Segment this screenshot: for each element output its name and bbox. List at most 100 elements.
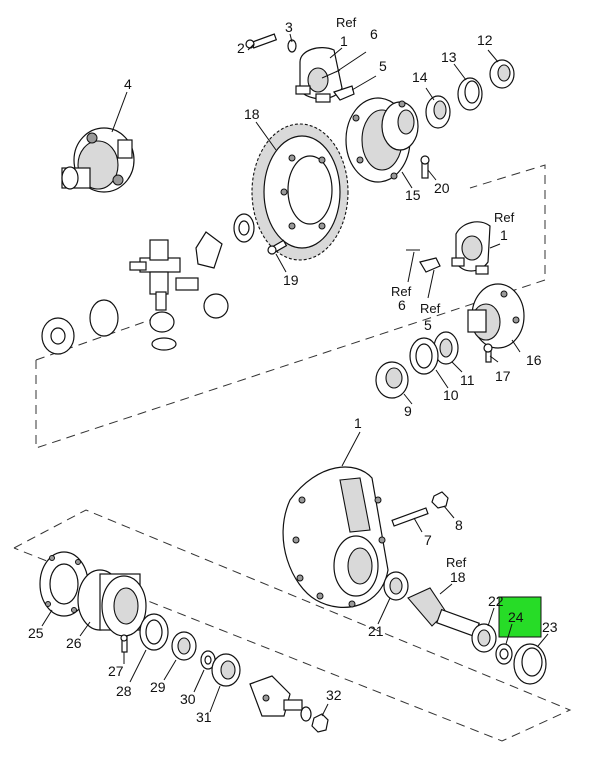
leader-30 <box>193 669 205 693</box>
label-31[interactable]: 31 <box>196 709 212 725</box>
label-ref-mid: Ref <box>494 210 515 225</box>
part-5-lock-middle[interactable] <box>419 257 441 273</box>
part-30-washer[interactable] <box>200 650 216 670</box>
companion-flange[interactable] <box>249 675 303 717</box>
part-2-bolt[interactable] <box>245 33 278 49</box>
part-28-bearing-cup[interactable] <box>139 613 169 651</box>
leader-32 <box>321 703 329 717</box>
part-8-nut[interactable] <box>431 491 449 509</box>
leader-5a <box>351 75 377 91</box>
label-6-mid[interactable]: 6 <box>398 297 406 313</box>
label-9[interactable]: 9 <box>404 403 412 419</box>
part-1-bearing-cap-middle[interactable] <box>451 221 491 275</box>
part-24-spacer[interactable] <box>495 643 513 665</box>
leader-1c <box>341 431 361 467</box>
part-18-drive-pinion[interactable] <box>407 587 480 638</box>
label-16[interactable]: 16 <box>526 352 542 368</box>
label-26[interactable]: 26 <box>66 635 82 651</box>
part-4-differential-assembly[interactable] <box>61 127 135 193</box>
label-13[interactable]: 13 <box>441 49 457 65</box>
part-23-bearing-cup[interactable] <box>513 643 547 685</box>
leader-14 <box>425 87 435 101</box>
label-1-mid[interactable]: 1 <box>500 227 508 243</box>
label-5-top[interactable]: 5 <box>379 58 387 74</box>
spider-side-gear-assembly[interactable] <box>41 231 229 355</box>
part-10-bearing-cup[interactable] <box>409 337 439 375</box>
label-ref-pinion: Ref <box>446 555 467 570</box>
leader-10 <box>435 369 449 389</box>
leader-20 <box>427 169 437 181</box>
label-7[interactable]: 7 <box>424 532 432 548</box>
label-28[interactable]: 28 <box>116 683 132 699</box>
label-6-top[interactable]: 6 <box>370 26 378 42</box>
label-19[interactable]: 19 <box>283 272 299 288</box>
part-17-bolt[interactable] <box>483 343 493 363</box>
label-18-top[interactable]: 18 <box>244 106 260 122</box>
leader-13 <box>453 63 467 81</box>
part-12-adjusting-nut[interactable] <box>489 59 515 89</box>
label-3[interactable]: 3 <box>285 19 293 35</box>
label-32[interactable]: 32 <box>326 687 342 703</box>
label-14[interactable]: 14 <box>412 69 428 85</box>
part-21-bearing-cone[interactable] <box>383 571 409 601</box>
part-20-bolt[interactable] <box>420 155 430 179</box>
leader-12 <box>487 49 499 63</box>
leader-9 <box>403 393 413 405</box>
label-15[interactable]: 15 <box>405 187 421 203</box>
leader-6a <box>335 51 367 73</box>
label-29[interactable]: 29 <box>150 679 166 695</box>
part-29-bearing-cone[interactable] <box>171 631 197 661</box>
label-25[interactable]: 25 <box>28 625 44 641</box>
part-7-stud[interactable] <box>391 507 429 527</box>
label-30[interactable]: 30 <box>180 691 196 707</box>
leader-3 <box>289 33 293 43</box>
label-8[interactable]: 8 <box>455 517 463 533</box>
part-18-ring-gear[interactable] <box>251 123 349 261</box>
label-1-housing[interactable]: 1 <box>354 415 362 431</box>
label-10[interactable]: 10 <box>443 387 459 403</box>
part-15-case-half[interactable] <box>345 97 419 183</box>
label-17[interactable]: 17 <box>495 368 511 384</box>
part-14-bearing-cone[interactable] <box>425 95 451 129</box>
part-32-nut[interactable] <box>300 706 329 733</box>
label-18-pinion[interactable]: 18 <box>450 569 466 585</box>
label-27[interactable]: 27 <box>108 663 124 679</box>
leader-5b <box>427 269 435 299</box>
label-5-mid[interactable]: 5 <box>424 317 432 333</box>
part-1-carrier-housing[interactable] <box>282 466 389 608</box>
label-12[interactable]: 12 <box>477 32 493 48</box>
label-4[interactable]: 4 <box>124 76 132 92</box>
label-21[interactable]: 21 <box>368 623 384 639</box>
part-25-gasket[interactable] <box>39 551 89 617</box>
leader-19 <box>275 253 287 273</box>
label-ref-top: Ref <box>336 15 357 30</box>
leader-31 <box>209 685 221 713</box>
label-24[interactable]: 24 <box>508 609 524 625</box>
leader-4 <box>111 91 128 133</box>
label-11[interactable]: 11 <box>460 372 475 388</box>
part-16-case-half[interactable] <box>467 283 525 349</box>
highlight-box <box>498 596 542 638</box>
leader-6b <box>407 251 415 283</box>
leader-18a <box>255 121 277 151</box>
leader-11 <box>451 361 463 373</box>
leader-23 <box>537 633 549 647</box>
part-27-pin[interactable] <box>120 634 128 653</box>
thrust-washer[interactable] <box>233 213 255 243</box>
part-22-bearing-cone[interactable] <box>471 623 497 653</box>
label-1-top[interactable]: 1 <box>340 33 348 49</box>
part-5-lock-top[interactable] <box>333 85 355 101</box>
label-2[interactable]: 2 <box>237 40 245 56</box>
label-23[interactable]: 23 <box>542 619 558 635</box>
label-20[interactable]: 20 <box>434 180 450 196</box>
leader-28 <box>129 649 147 683</box>
part-26-bearing-cage[interactable] <box>77 569 147 637</box>
part-13-bearing-cup[interactable] <box>457 77 483 111</box>
leader-22 <box>487 607 495 627</box>
part-1-bearing-cap-top[interactable] <box>295 47 343 103</box>
label-22[interactable]: 22 <box>488 593 504 609</box>
part-9-adjusting-nut[interactable] <box>375 361 409 399</box>
part-19-bolt[interactable] <box>267 239 288 255</box>
part-31-oil-seal[interactable] <box>211 653 241 687</box>
